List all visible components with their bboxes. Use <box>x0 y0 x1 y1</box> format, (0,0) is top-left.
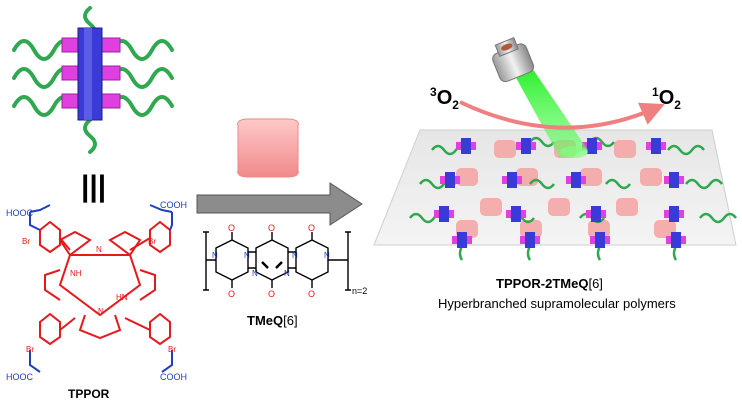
tmeq-label: TMeQ[6] <box>247 313 298 328</box>
cooh-bottom-left: HOOC <box>6 372 34 382</box>
tmeq-carbonyl-6: O <box>308 289 315 299</box>
tmeq-n-4: N <box>284 269 290 278</box>
product-description: Hyperbranched supramolecular polymers <box>438 296 676 311</box>
n-left: N <box>96 245 102 254</box>
tmeq-n-3: N <box>252 269 258 278</box>
n-right: N <box>98 307 104 316</box>
reaction-arrow <box>196 182 363 226</box>
triplet-oxygen-label: 3O2 <box>430 85 459 112</box>
tmeq-structure: O O O O O O N N N N N N <box>203 223 351 299</box>
equivalence-symbol: ||| <box>81 170 106 203</box>
oxygen-conversion-arrow <box>459 100 665 130</box>
tmeq-carbonyl-3: O <box>308 223 315 233</box>
repeat-count: n=2 <box>352 286 367 296</box>
cooh-top-right: COOH <box>160 200 187 210</box>
stacked-assembly-illustration <box>12 6 174 154</box>
tppor-label: TPPOR <box>68 387 110 401</box>
tmeq-carbonyl-4: O <box>228 289 235 299</box>
cooh-bottom-right: COOH <box>160 372 187 382</box>
tmeq-carbonyl-5: O <box>268 289 275 299</box>
tmeq-n-5: N <box>292 251 298 260</box>
br-top-right: Br <box>148 237 156 246</box>
nh-top: NH <box>70 269 82 278</box>
network-plane <box>373 129 737 246</box>
tmeq-n-6: N <box>324 251 330 260</box>
nh-bottom: HN <box>116 293 128 302</box>
flashlight-icon <box>492 37 535 83</box>
porphyrin-macrocycle <box>58 254 142 317</box>
tmeq-n-2: N <box>244 251 250 260</box>
singlet-oxygen-label: 1O2 <box>652 85 681 112</box>
product-label: TPPOR-2TMeQ[6] <box>496 276 603 291</box>
cooh-top-left: HOOC <box>6 208 34 218</box>
green-side-chains <box>12 6 174 154</box>
tmeq-n-1: N <box>212 251 218 260</box>
tppor-structure: HOOC COOH HOOC COOH Br Br Br Br NH HN N … <box>6 200 187 382</box>
br-bottom-left: Br <box>26 345 34 354</box>
tmeq-barrel-icon <box>237 118 299 178</box>
light-beam <box>514 68 588 158</box>
br-bottom-right: Br <box>168 345 176 354</box>
tmeq-carbonyl-2: O <box>268 223 275 233</box>
br-top-left: Br <box>22 237 30 246</box>
tmeq-carbonyl-1: O <box>228 223 235 233</box>
